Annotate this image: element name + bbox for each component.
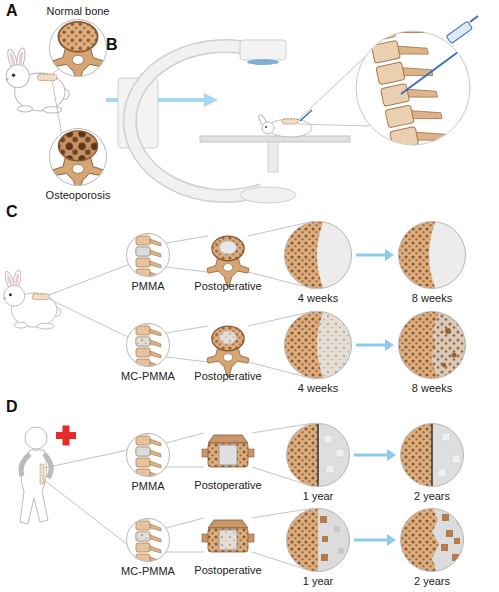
magnified-art bbox=[397, 220, 467, 290]
vertebra-art bbox=[202, 435, 254, 467]
node-label: 8 weeks bbox=[412, 292, 452, 305]
progress-arrow bbox=[354, 449, 396, 461]
magnified-circle: 1 year bbox=[286, 423, 350, 487]
magnified-circle: 2 years bbox=[400, 423, 464, 487]
arrow-line bbox=[354, 539, 388, 542]
spine-zoom bbox=[356, 13, 478, 151]
panel-letter: C bbox=[6, 203, 18, 221]
magnified-circle: 2 years bbox=[400, 508, 464, 572]
node-label: MC-PMMA bbox=[121, 370, 175, 383]
magnified-art bbox=[397, 310, 467, 380]
spine-circle: MC-PMMA bbox=[126, 518, 170, 562]
rabbit bbox=[3, 270, 60, 329]
node-label: Postoperative bbox=[194, 280, 261, 293]
node-label: 2 years bbox=[414, 575, 450, 588]
patient-figure bbox=[20, 426, 76, 525]
vertebra-shape: Postoperative bbox=[203, 512, 253, 562]
leader-lines bbox=[49, 221, 314, 379]
node-label: MC-PMMA bbox=[121, 565, 175, 578]
node-label: PMMA bbox=[132, 480, 165, 493]
leader-lines bbox=[44, 423, 314, 572]
magnified-circle: 8 weeks bbox=[398, 221, 466, 289]
node-label: PMMA bbox=[132, 280, 165, 293]
progress-arrow bbox=[356, 249, 394, 261]
spine-circle: PMMA bbox=[126, 433, 170, 477]
node-label: Postoperative bbox=[194, 370, 261, 383]
normal-bone-art bbox=[49, 19, 107, 83]
bone-circle: Normal bone bbox=[49, 19, 107, 77]
spine-art bbox=[126, 510, 170, 564]
node-label: Postoperative bbox=[194, 479, 261, 492]
node-label: 2 years bbox=[414, 490, 450, 503]
node-label: 8 weeks bbox=[412, 382, 452, 395]
magnified-art bbox=[399, 422, 465, 488]
arrow-line bbox=[354, 454, 388, 457]
arrow-line bbox=[356, 254, 386, 257]
vertebra-shape: Postoperative bbox=[203, 318, 253, 368]
node-label: Postoperative bbox=[194, 564, 261, 577]
vertebra-art bbox=[207, 326, 249, 376]
panel-letter: B bbox=[106, 36, 118, 54]
panel-letter: A bbox=[6, 2, 18, 20]
node-label: 1 year bbox=[303, 490, 334, 503]
node-label: 1 year bbox=[303, 575, 334, 588]
vertebra-shape: Postoperative bbox=[203, 228, 253, 278]
magnified-art bbox=[285, 422, 351, 488]
progress-arrow bbox=[354, 534, 396, 546]
magnified-art bbox=[399, 507, 465, 573]
vertebra-art bbox=[202, 520, 254, 552]
arrow-head bbox=[385, 339, 394, 351]
c-arm bbox=[118, 40, 350, 203]
node-label: 4 weeks bbox=[298, 382, 338, 395]
vertebra-shape: Postoperative bbox=[203, 427, 253, 477]
arrow-head bbox=[387, 449, 396, 461]
spine-art bbox=[126, 315, 170, 369]
progress-arrow bbox=[356, 339, 394, 351]
node-label: Normal bone bbox=[47, 5, 110, 18]
magnified-art bbox=[285, 507, 351, 573]
arrow-head bbox=[387, 534, 396, 546]
spine-art bbox=[126, 425, 170, 479]
magnified-circle: 4 weeks bbox=[284, 221, 352, 289]
bone-circle: Osteoporosis bbox=[49, 128, 107, 186]
magnified-circle: 1 year bbox=[286, 508, 350, 572]
spine-circle: PMMA bbox=[126, 233, 170, 277]
node-label: Osteoporosis bbox=[46, 189, 111, 202]
arrow-line bbox=[356, 344, 386, 347]
magnified-art bbox=[283, 220, 353, 290]
vertebra-art bbox=[207, 236, 249, 286]
magnified-art bbox=[283, 310, 353, 380]
leader-lines bbox=[52, 66, 62, 136]
panel-letter: D bbox=[6, 398, 18, 416]
node-label: 4 weeks bbox=[298, 292, 338, 305]
magnified-circle: 4 weeks bbox=[284, 311, 352, 379]
spine-art bbox=[126, 225, 170, 279]
arrow-head bbox=[385, 249, 394, 261]
spine-circle: MC-PMMA bbox=[126, 323, 170, 367]
magnified-circle: 8 weeks bbox=[398, 311, 466, 379]
osteoporosis-art bbox=[49, 128, 107, 192]
